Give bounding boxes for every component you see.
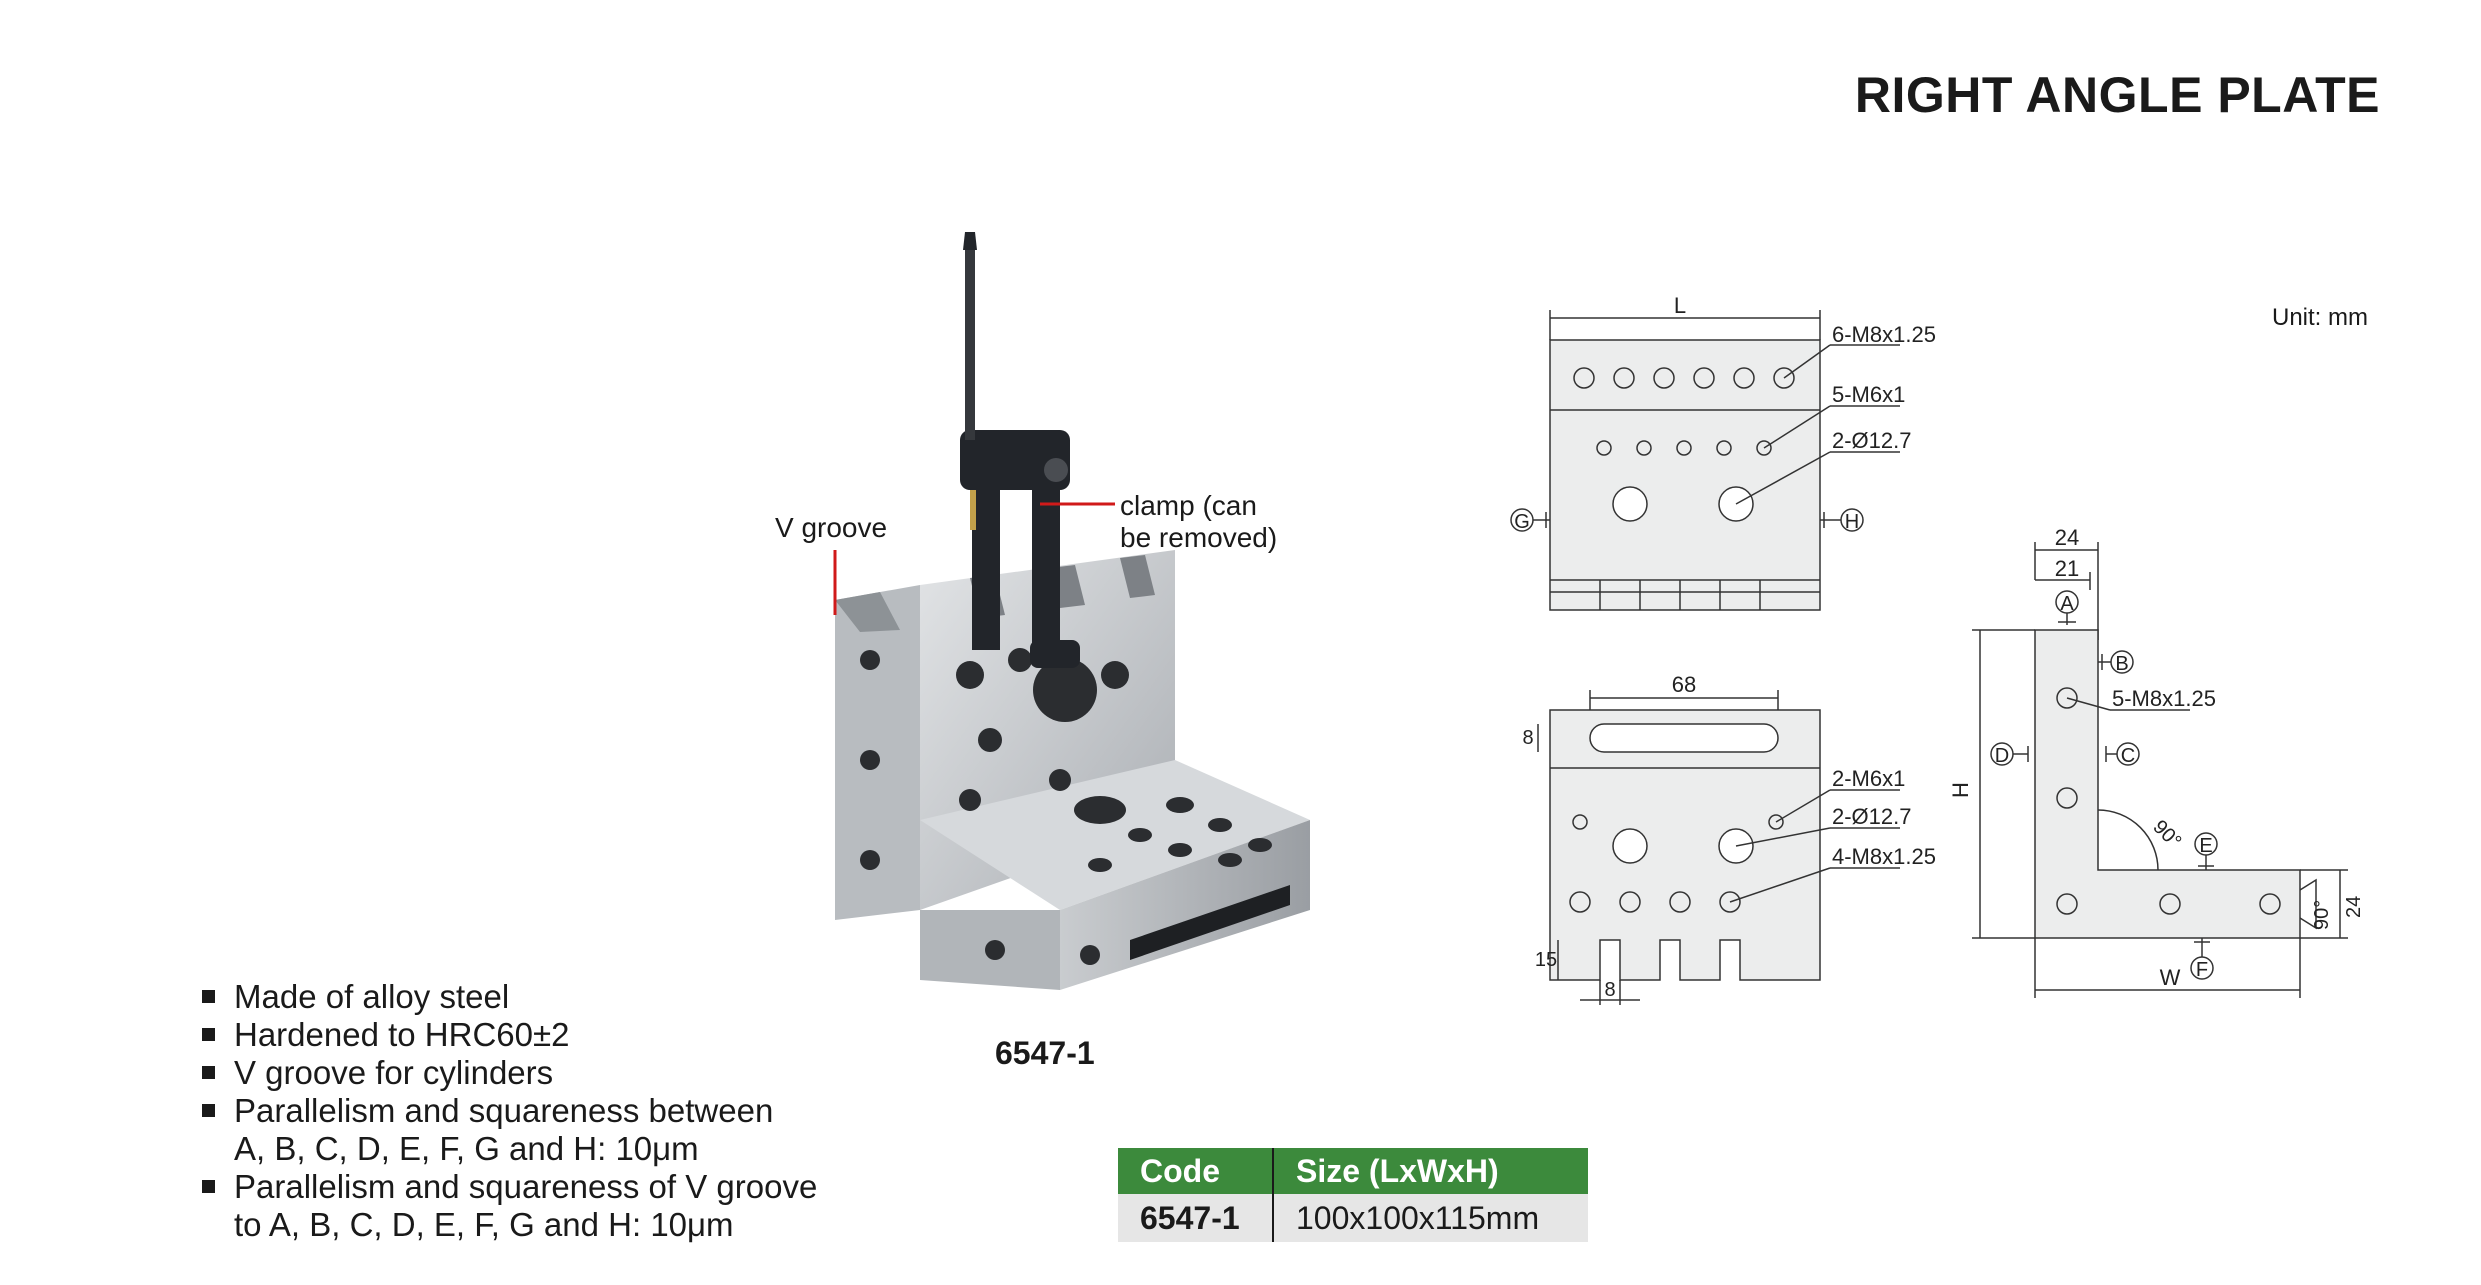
bullet [202, 1066, 215, 1079]
bullet [202, 990, 215, 1003]
bullet [202, 1180, 215, 1193]
angle-90-v: 90° [2311, 900, 2333, 930]
dim-W: W [2160, 965, 2181, 990]
technical-drawings: L 6-M8x1.25 5-M6x1 2-Ø12.7 G H [1510, 293, 2365, 1005]
dim-21: 21 [2055, 556, 2079, 581]
feature-text: A, B, C, D, E, F, G and H: 10μm [234, 1130, 699, 1167]
clamp-callout-line2: be removed) [1120, 522, 1278, 553]
dim-68: 68 [1672, 672, 1696, 697]
callout-lines [833, 502, 1115, 615]
table-header-row: Code Size (LxWxH) [1118, 1148, 1588, 1194]
label-2-dia-top: 2-Ø12.7 [1832, 804, 1912, 829]
label-2-m6: 2-M6x1 [1832, 766, 1905, 791]
feature-text: Parallelism and squareness between [234, 1092, 774, 1129]
v-groove-callout: V groove [775, 512, 888, 543]
ref-G: G [1514, 511, 1530, 533]
top-view: 68 8 2-M6x1 2-Ø12.7 4-M8x1.25 15 8 [1522, 672, 1936, 1005]
label-5-m6: 5-M6x1 [1832, 382, 1905, 407]
clamp-callout-line1: clamp (can [1120, 490, 1257, 521]
feature-list: Made of alloy steel Hardened to HRC60±2 … [198, 978, 817, 1244]
dim-24b: 24 [2343, 896, 2365, 918]
dim-8a: 8 [1522, 727, 1533, 749]
table-row: 6547-1 100x100x115mm [1118, 1194, 1588, 1242]
bullet [202, 1104, 215, 1117]
feature-item: V groove for cylinders [198, 1054, 817, 1092]
ref-F: F [2196, 959, 2208, 981]
ref-E: E [2199, 835, 2212, 857]
cell-code: 6547-1 [1118, 1194, 1274, 1242]
bullet [202, 1028, 215, 1041]
clamp-callout: clamp (can be removed) [1120, 490, 1277, 554]
ref-B: B [2115, 653, 2128, 675]
label-2-dia: 2-Ø12.7 [1832, 428, 1912, 453]
feature-text: Parallelism and squareness of V groove [234, 1168, 818, 1205]
cell-size: 100x100x115mm [1273, 1194, 1588, 1242]
column-header-size: Size (LxWxH) [1273, 1148, 1588, 1194]
dim-8b: 8 [1604, 979, 1615, 1001]
feature-text: Made of alloy steel [234, 978, 510, 1015]
dim-24a: 24 [2055, 525, 2079, 550]
side-view: 24 21 A B 5-M8x1.25 C D H 90° E 90° 24 W… [1948, 525, 2365, 998]
ref-A: A [2060, 593, 2074, 615]
ref-H: H [1845, 511, 1859, 533]
ref-D: D [1995, 745, 2009, 767]
dim-L: L [1674, 293, 1686, 318]
product-photo [835, 232, 1310, 990]
feature-text: Hardened to HRC60±2 [234, 1016, 570, 1053]
m8-holes [1573, 367, 1795, 389]
feature-text: V groove for cylinders [234, 1054, 554, 1091]
column-header-code: Code [1118, 1148, 1274, 1194]
ref-C: C [2121, 745, 2135, 767]
dim-H: H [1948, 782, 1973, 798]
model-label: 6547-1 [995, 1035, 1095, 1071]
dim-15: 15 [1535, 949, 1557, 971]
page-title: RIGHT ANGLE PLATE [1854, 67, 2380, 123]
unit-label: Unit: mm [2272, 304, 2368, 331]
label-4-m8: 4-M8x1.25 [1832, 844, 1936, 869]
m6-holes [1596, 440, 1772, 456]
label-5-m8: 5-M8x1.25 [2112, 686, 2216, 711]
feature-text: to A, B, C, D, E, F, G and H: 10μm [234, 1206, 734, 1243]
feature-item: Made of alloy steel [198, 978, 817, 1016]
front-view: L 6-M8x1.25 5-M6x1 2-Ø12.7 G H [1510, 293, 1936, 611]
label-6-m8: 6-M8x1.25 [1832, 322, 1936, 347]
spec-table: Code Size (LxWxH) 6547-1 100x100x115mm [1118, 1148, 1588, 1242]
feature-item: Hardened to HRC60±2 [198, 1016, 817, 1054]
